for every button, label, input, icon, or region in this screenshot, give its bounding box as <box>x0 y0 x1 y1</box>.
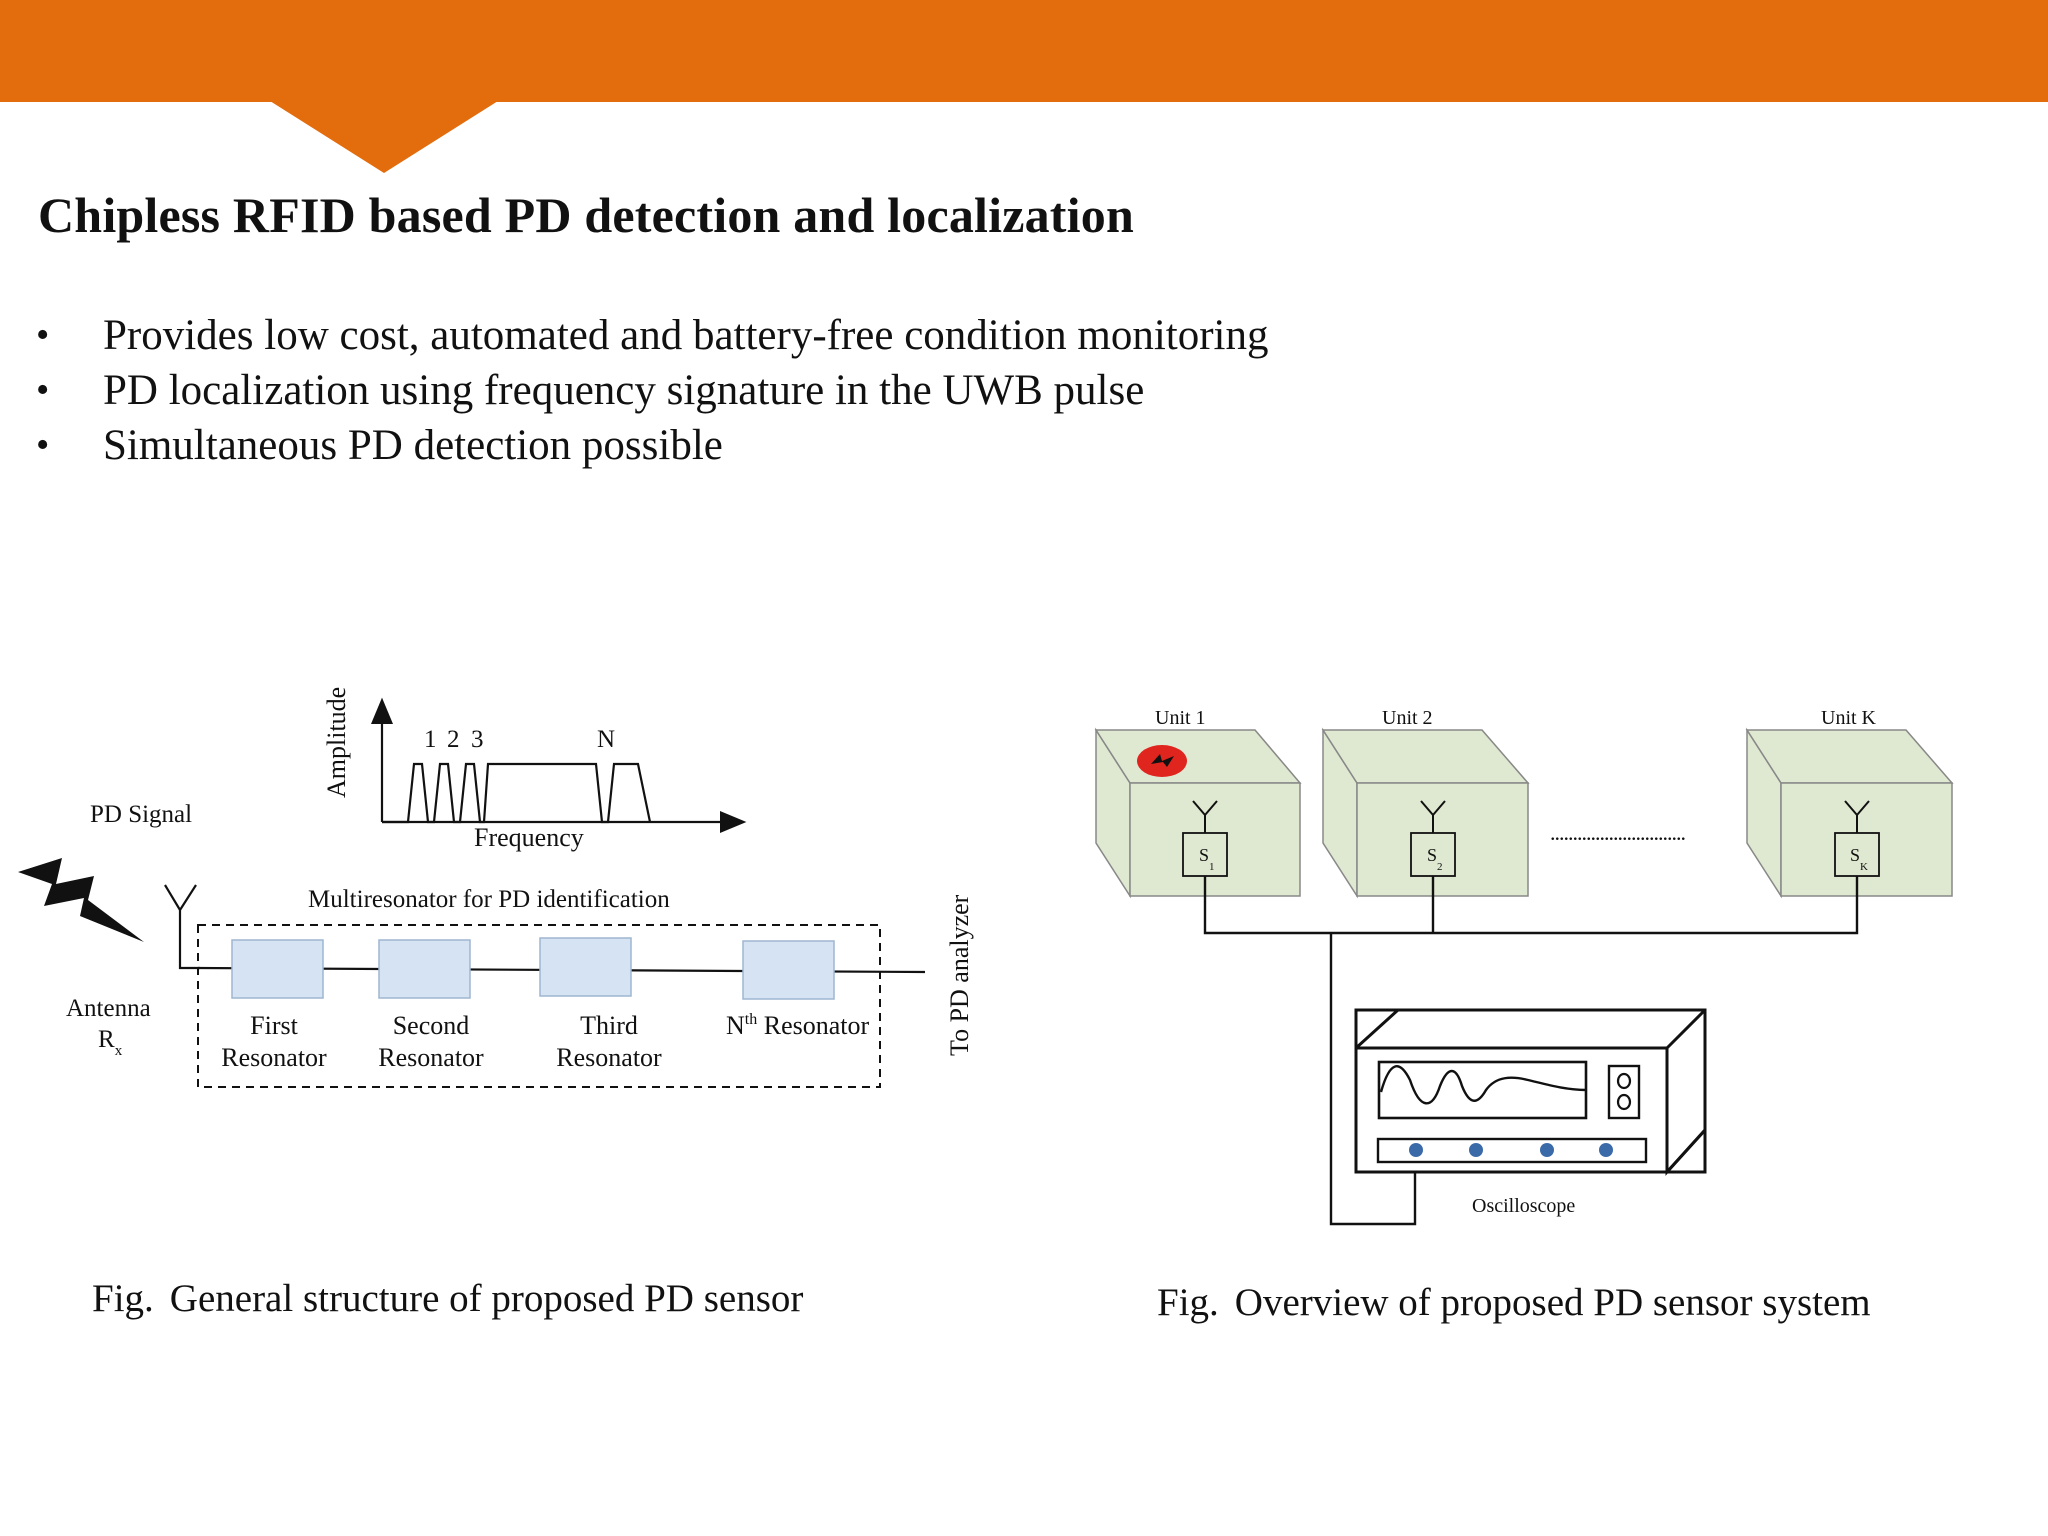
spectrum-trace <box>382 762 652 824</box>
unit-box: Unit 2 S2 <box>1321 707 1530 899</box>
multiresonator-label: Multiresonator for PD identification <box>308 886 670 913</box>
pd-sensor-structure-diagram: PD Signal Amplitude Frequency 1 2 3 N An… <box>18 687 974 1088</box>
unit-ellipsis: .............................. <box>1550 820 1686 845</box>
spectrum-peak-label: 2 <box>447 726 460 753</box>
unit-label: Unit 1 <box>1155 707 1206 729</box>
unit-box: Unit K SK <box>1745 707 1954 899</box>
sensor-label: S2 <box>1427 845 1443 873</box>
top-accent-bar <box>0 0 2048 102</box>
resonator-block <box>378 939 471 999</box>
sensor-box <box>1182 832 1228 877</box>
pd-lightning-icon <box>18 858 144 942</box>
bullet-dot: • <box>36 369 50 411</box>
spectrum-x-label: Frequency <box>474 823 584 852</box>
spectrum-peak-label: N <box>597 726 615 753</box>
unit-label: Unit K <box>1821 707 1877 729</box>
top-accent-notch <box>270 101 498 173</box>
sensor-antenna-icon <box>1844 800 1870 833</box>
bullet-text: Provides low cost, automated and battery… <box>103 312 1269 359</box>
right-figure-caption: Fig. Overview of proposed PD sensor syste… <box>1157 1280 1871 1325</box>
antenna-icon <box>164 884 200 970</box>
sensor-antenna-icon <box>1192 800 1218 833</box>
bullet-text: PD localization using frequency signatur… <box>103 367 1145 414</box>
oscilloscope-waveform <box>1379 1065 1587 1105</box>
spectrum-y-label: Amplitude <box>322 687 351 798</box>
bullet-text: Simultaneous PD detection possible <box>103 422 723 469</box>
bullet-item: • Simultaneous PD detection possible <box>36 418 1269 473</box>
bullet-dot: • <box>36 424 50 466</box>
resonator-block <box>742 940 835 1000</box>
oscilloscope-label: Oscilloscope <box>1472 1195 1575 1217</box>
spectrum-peak-label: 3 <box>471 726 484 753</box>
oscilloscope-input-bar <box>1376 1137 1648 1164</box>
caption-text: Overview of proposed PD sensor system <box>1234 1281 1871 1324</box>
bullet-list: • Provides low cost, automated and batter… <box>36 308 1269 473</box>
caption-prefix: Fig. <box>1157 1281 1219 1324</box>
bullet-item: • PD localization using frequency signatu… <box>36 363 1269 418</box>
spectrum-peak-label: 1 <box>424 726 437 753</box>
resonator-label: First <box>250 1011 298 1040</box>
slide-title: Chipless RFID based PD detection and loc… <box>38 187 1134 243</box>
bullet-dot: • <box>36 314 50 356</box>
resonator-label: Resonator <box>221 1043 327 1072</box>
unit-label: Unit 2 <box>1382 707 1433 729</box>
resonator-block <box>539 937 632 997</box>
sensor-antenna-icon <box>1420 800 1446 833</box>
caption-prefix: Fig. <box>92 1277 154 1320</box>
sensor-box <box>1410 832 1456 877</box>
sensor-label: S1 <box>1199 845 1215 873</box>
pd-signal-label: PD Signal <box>90 801 192 828</box>
resonator-label: Third <box>580 1011 638 1040</box>
sensor-box <box>1834 832 1880 877</box>
nth-resonator-label: Nth Resonator <box>726 1011 869 1040</box>
pd-sensor-system-diagram: Unit 1 S1 Unit 2 S2 ....................… <box>1094 707 1954 1226</box>
sensor-bus-wire <box>1203 876 1859 1226</box>
oscilloscope-icon <box>1354 1008 1707 1176</box>
unit-box: Unit 1 S1 <box>1094 707 1302 899</box>
sensor-label: SK <box>1850 845 1868 873</box>
multiresonator-box <box>197 924 881 1088</box>
resonator-label: Second <box>393 1011 470 1040</box>
to-pd-analyzer-label: To PD analyzer <box>945 894 974 1056</box>
caption-text: General structure of proposed PD sensor <box>169 1277 804 1320</box>
resonator-block <box>231 939 324 999</box>
antenna-label: Antenna <box>66 995 151 1022</box>
resonator-label: Resonator <box>556 1043 662 1072</box>
resonator-label: Resonator <box>378 1043 484 1072</box>
antenna-rx-label: Rx <box>98 1026 123 1059</box>
bullet-item: • Provides low cost, automated and batter… <box>36 308 1269 363</box>
oscilloscope-screen <box>1377 1060 1588 1120</box>
left-figure-caption: Fig. General structure of proposed PD sen… <box>92 1276 803 1321</box>
